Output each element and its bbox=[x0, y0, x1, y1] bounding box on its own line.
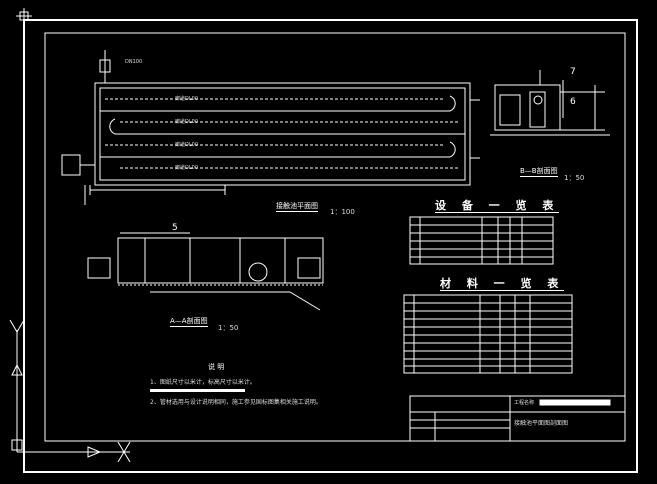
channel-label-4: 廊道DL00 bbox=[175, 165, 198, 171]
notes-bar bbox=[150, 389, 245, 392]
sheet-outer-border bbox=[23, 19, 638, 473]
title-block bbox=[409, 395, 626, 442]
section-mark-6: 6 bbox=[570, 97, 576, 107]
section-aa-title: A—A剖面图 bbox=[170, 317, 208, 327]
equipment-table-title: 设 备 一 览 表 bbox=[435, 199, 560, 213]
equipment-table bbox=[409, 216, 554, 265]
note-line-1: 1、图纸尺寸以米计，标高尺寸以米计。 bbox=[150, 379, 256, 386]
section-mark-7: 7 bbox=[570, 67, 576, 77]
channel-label-1: 廊道DL00 bbox=[175, 96, 198, 102]
titleblock-drawing-name: 接触池平面图剖面图 bbox=[514, 420, 569, 427]
section-bb-view bbox=[490, 70, 610, 136]
plan-title: 接触池平面图 bbox=[276, 202, 318, 212]
section-bb-title: B—B剖面图 bbox=[520, 167, 558, 177]
section-aa-scale: 1：50 bbox=[218, 324, 239, 332]
materials-table-title: 材 料 一 览 表 bbox=[440, 277, 565, 291]
channel-label-3: 廊道DL00 bbox=[175, 142, 198, 148]
titleblock-project-label: 工程名称 bbox=[514, 400, 535, 406]
plan-scale: 1：100 bbox=[330, 208, 355, 216]
materials-table bbox=[403, 294, 573, 374]
section-mark-5: 5 bbox=[172, 223, 178, 233]
crosshair-icon bbox=[16, 8, 32, 24]
section-bb-scale: 1：50 bbox=[564, 174, 585, 182]
channel-label-2: 廊道DL00 bbox=[175, 119, 198, 125]
note-line-2: 2、管材选用与设计说明相同，施工参见国标图集相关施工说明。 bbox=[150, 399, 322, 406]
sheet-inner-border bbox=[44, 32, 626, 442]
plan-view bbox=[61, 50, 480, 205]
ucs-axis-icon bbox=[9, 319, 131, 463]
plan-dashed-flow bbox=[105, 98, 460, 169]
notes-title: 说 明 bbox=[208, 363, 225, 371]
pipe-label: DN100 bbox=[125, 59, 143, 65]
section-aa-view bbox=[87, 232, 324, 311]
